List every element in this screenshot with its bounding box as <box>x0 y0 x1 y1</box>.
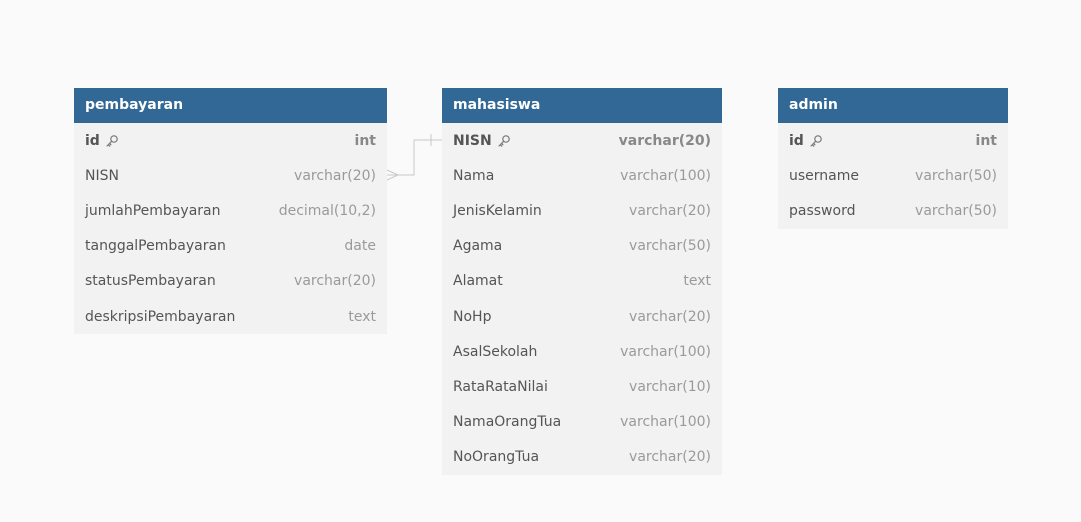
table-header[interactable]: pembayaran <box>74 88 387 123</box>
table-row[interactable]: tanggalPembayaran date <box>74 229 387 264</box>
column-name-text: username <box>789 167 859 184</box>
table-row[interactable]: deskripsiPembayaran text <box>74 299 387 334</box>
column-name: username <box>789 168 859 184</box>
table-row[interactable]: jumlahPembayaran decimal(10,2) <box>74 193 387 228</box>
table-header[interactable]: admin <box>778 88 1008 123</box>
column-name-text: NamaOrangTua <box>453 414 562 431</box>
table-row[interactable]: Agama varchar(50) <box>442 229 722 264</box>
table-admin[interactable]: admin id int username varchar(50) password va… <box>778 88 1008 229</box>
table-rows: id int username varchar(50) password varchar(… <box>778 123 1008 229</box>
table-row[interactable]: password varchar(50) <box>778 193 1008 228</box>
column-name: id <box>85 133 119 149</box>
table-row[interactable]: Nama varchar(100) <box>442 158 722 193</box>
column-name-text: AsalSekolah <box>453 343 538 360</box>
column-name-text: JenisKelamin <box>453 202 542 219</box>
crowfoot-many-marker <box>386 169 400 181</box>
column-type: varchar(20) <box>294 273 376 290</box>
column-name: AsalSekolah <box>453 344 537 360</box>
column-name-text: NISN <box>453 132 492 149</box>
column-name: jumlahPembayaran <box>85 203 220 219</box>
relation-line <box>387 139 442 176</box>
column-name: statusPembayaran <box>85 273 216 289</box>
column-name: Agama <box>453 238 502 254</box>
column-type: varchar(50) <box>915 202 997 219</box>
column-type: varchar(50) <box>629 238 711 255</box>
column-name-text: NoHp <box>453 308 492 325</box>
column-name-text: deskripsiPembayaran <box>85 308 236 325</box>
column-name-text: id <box>85 132 100 149</box>
column-type: int <box>354 132 376 149</box>
table-rows: NISN varchar(20) Nama varchar(100) JenisKela… <box>442 123 722 475</box>
column-name: NISN <box>453 133 511 149</box>
column-name: NISN <box>85 168 119 184</box>
column-name: RataRataNilai <box>453 379 548 395</box>
column-type: text <box>348 308 376 325</box>
column-name-text: tanggalPembayaran <box>85 238 226 255</box>
key-icon <box>809 134 823 148</box>
column-name-text: jumlahPembayaran <box>85 202 221 219</box>
column-type: varchar(20) <box>618 132 711 149</box>
column-name-text: NoOrangTua <box>453 449 540 466</box>
column-name: tanggalPembayaran <box>85 238 226 254</box>
table-row[interactable]: NamaOrangTua varchar(100) <box>442 405 722 440</box>
column-name: NoOrangTua <box>453 449 539 465</box>
table-row[interactable]: username varchar(50) <box>778 158 1008 193</box>
column-type: varchar(100) <box>620 343 711 360</box>
table-row[interactable]: AsalSekolah varchar(100) <box>442 334 722 369</box>
column-name-text: id <box>789 132 804 149</box>
key-icon <box>105 134 119 148</box>
table-mahasiswa[interactable]: mahasiswa NISN varchar(20) Nama varchar(100… <box>442 88 722 475</box>
column-type: text <box>683 273 711 290</box>
column-type: varchar(20) <box>629 202 711 219</box>
table-row[interactable]: NISN varchar(20) <box>74 158 387 193</box>
column-name: NoHp <box>453 309 491 325</box>
table-row[interactable]: statusPembayaran varchar(20) <box>74 264 387 299</box>
column-name: id <box>789 133 823 149</box>
column-type: varchar(20) <box>629 308 711 325</box>
table-row[interactable]: RataRataNilai varchar(10) <box>442 369 722 404</box>
column-name: Alamat <box>453 273 503 289</box>
column-type: int <box>975 132 997 149</box>
column-name-text: NISN <box>85 167 119 184</box>
table-row[interactable]: NoOrangTua varchar(20) <box>442 440 722 475</box>
table-row[interactable]: NoHp varchar(20) <box>442 299 722 334</box>
column-type: varchar(50) <box>915 167 997 184</box>
table-row[interactable]: JenisKelamin varchar(20) <box>442 193 722 228</box>
table-header[interactable]: mahasiswa <box>442 88 722 123</box>
column-name-text: Alamat <box>453 273 503 290</box>
column-name-text: statusPembayaran <box>85 273 216 290</box>
column-name: JenisKelamin <box>453 203 542 219</box>
table-row[interactable]: NISN varchar(20) <box>442 123 722 158</box>
column-name-text: Agama <box>453 238 503 255</box>
column-name: NamaOrangTua <box>453 414 561 430</box>
table-row[interactable]: Alamat text <box>442 264 722 299</box>
column-name-text: Nama <box>453 167 495 184</box>
column-type: varchar(100) <box>620 167 711 184</box>
column-name: deskripsiPembayaran <box>85 309 235 325</box>
column-type: date <box>344 238 376 255</box>
column-name-text: RataRataNilai <box>453 378 548 395</box>
column-type: varchar(100) <box>620 414 711 431</box>
column-name: password <box>789 203 855 219</box>
key-icon <box>497 134 511 148</box>
column-type: decimal(10,2) <box>278 202 376 219</box>
column-type: varchar(20) <box>294 167 376 184</box>
table-row[interactable]: id int <box>778 123 1008 158</box>
column-name-text: password <box>789 202 856 219</box>
table-row[interactable]: id int <box>74 123 387 158</box>
column-type: varchar(10) <box>629 378 711 395</box>
column-name: Nama <box>453 168 494 184</box>
column-type: varchar(20) <box>629 449 711 466</box>
